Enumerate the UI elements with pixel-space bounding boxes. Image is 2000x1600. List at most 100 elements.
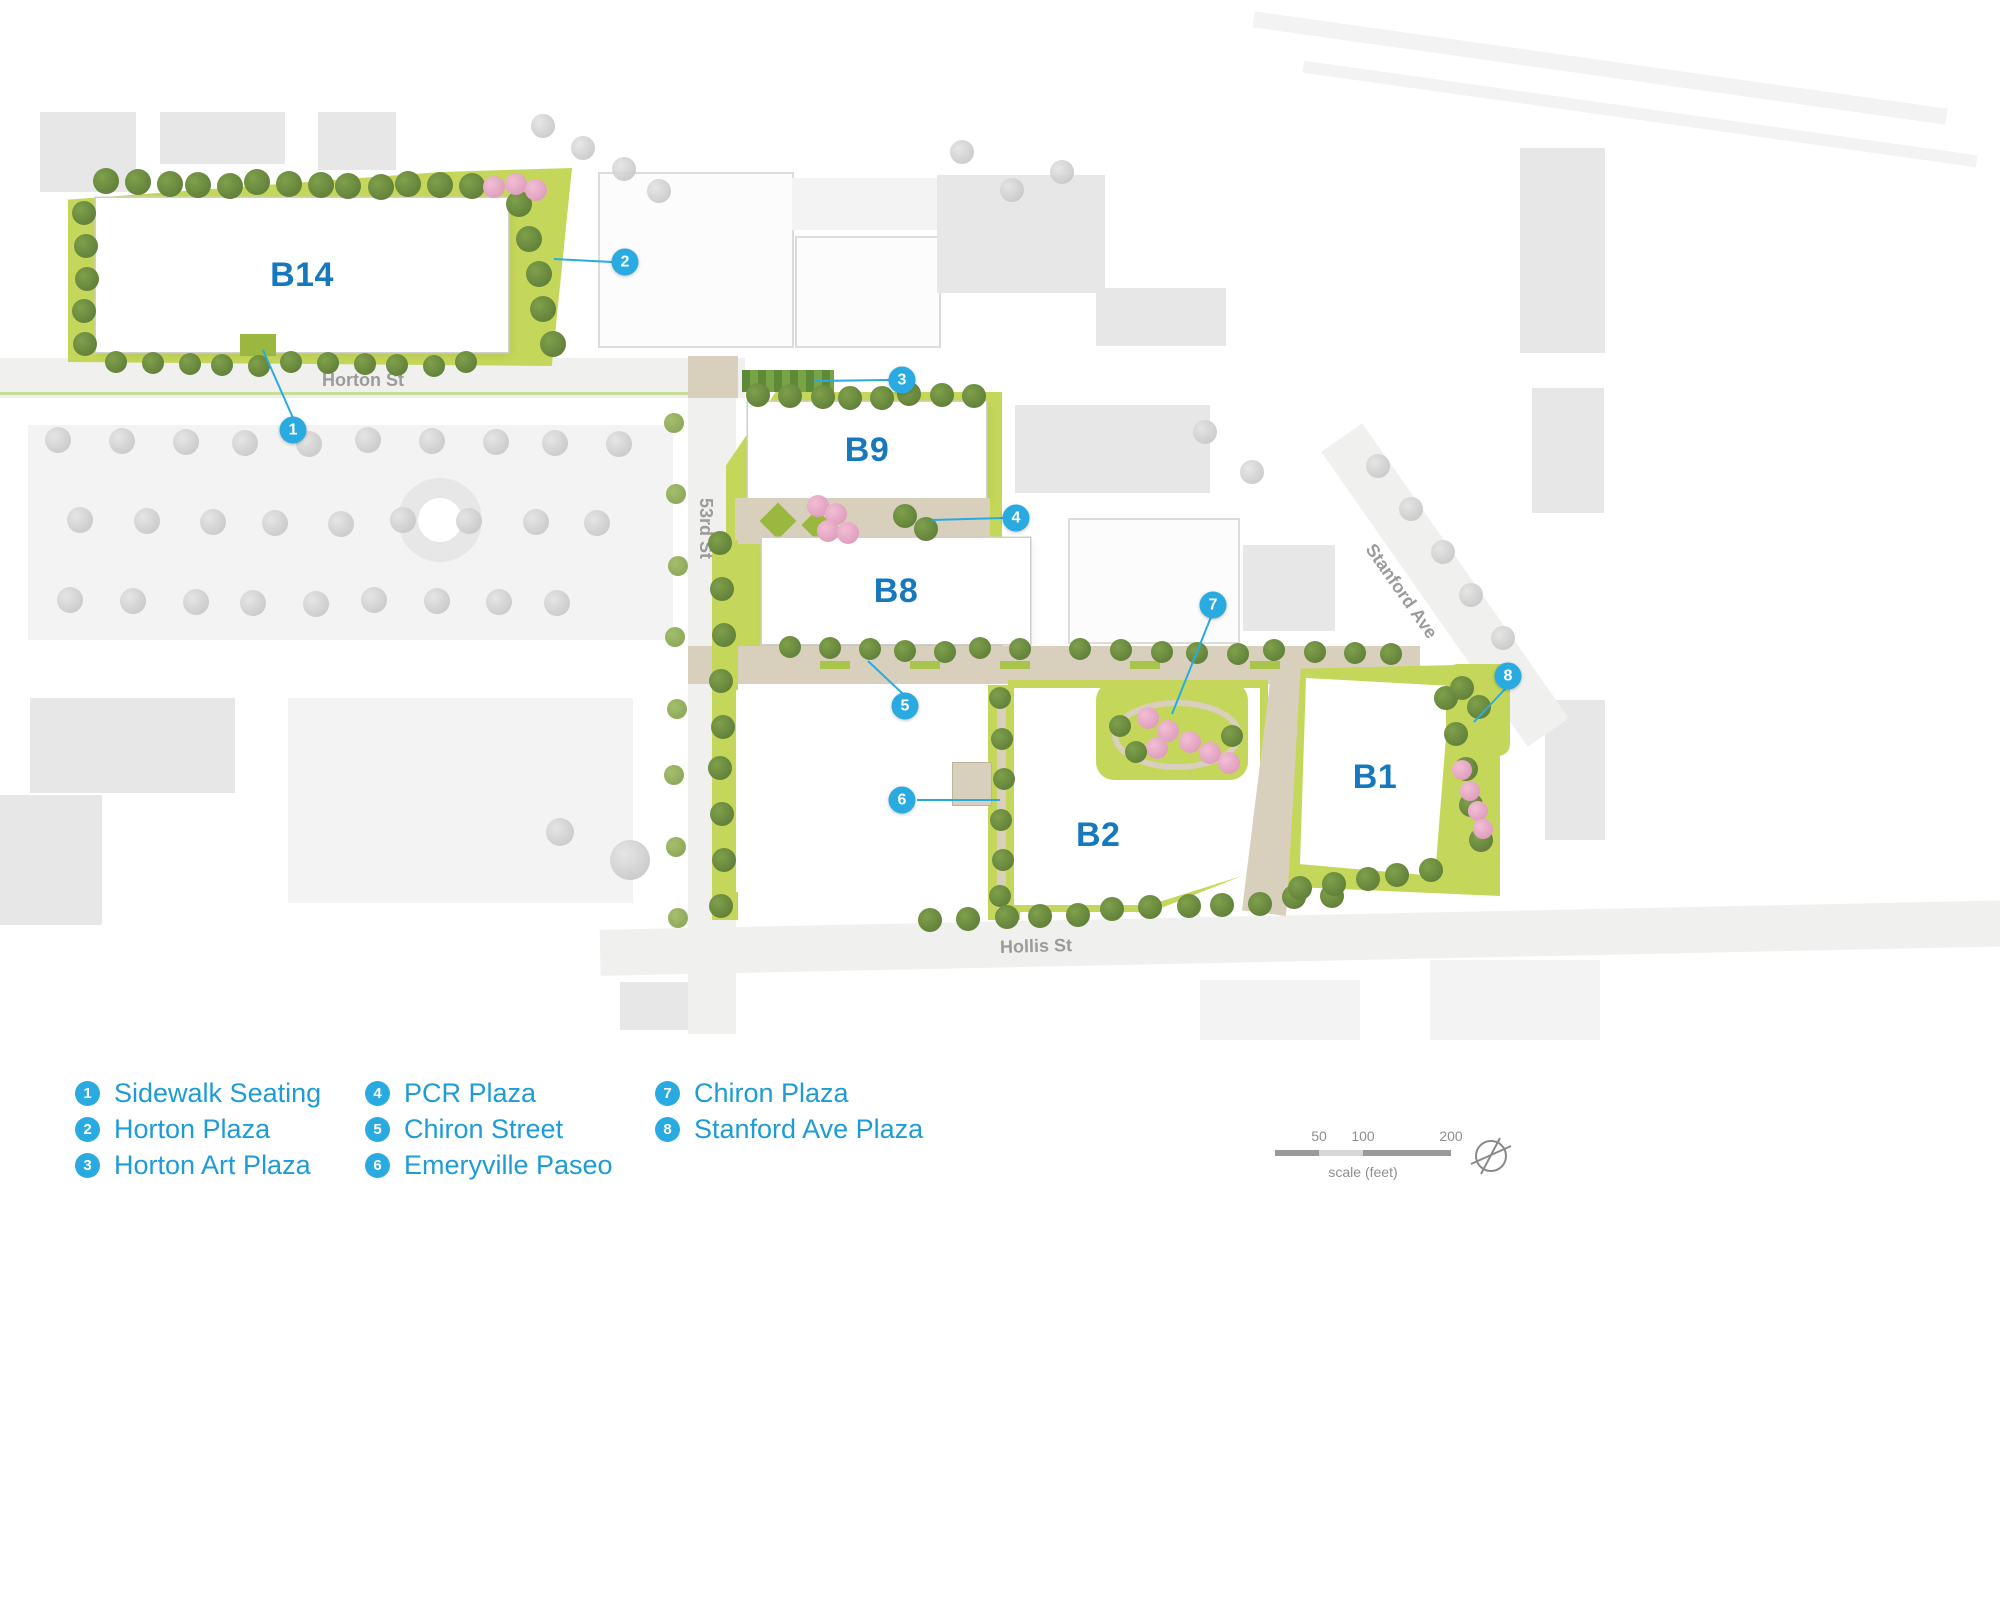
tree-icon — [708, 531, 732, 555]
tree-icon — [367, 174, 394, 201]
tree-icon — [956, 906, 981, 931]
tree-icon — [280, 351, 302, 373]
map-marker-6: 6 — [888, 786, 916, 814]
map-marker-4: 4 — [1002, 504, 1030, 532]
context-tree-icon — [647, 179, 671, 203]
tree-icon — [664, 413, 684, 433]
context-building — [1520, 148, 1605, 353]
tree-icon — [894, 639, 916, 662]
tree-icon — [142, 352, 164, 374]
tree-icon — [709, 894, 733, 918]
tree-icon — [1186, 641, 1209, 664]
context-tree-icon — [546, 818, 574, 846]
context-tree-icon — [303, 591, 329, 617]
flowering-tree-icon — [1146, 737, 1168, 759]
tree-icon — [994, 905, 1019, 930]
tree-icon — [668, 908, 688, 928]
context-tree-icon — [1431, 540, 1455, 564]
legend-item-pcr-plaza: 4 PCR Plaza — [365, 1078, 536, 1109]
context-building — [1243, 545, 1335, 631]
tree-icon — [1248, 891, 1273, 916]
map-marker-3: 3 — [888, 366, 916, 394]
tree-icon — [276, 170, 302, 197]
tree-icon — [394, 170, 421, 197]
building-label: B2 — [1076, 816, 1121, 854]
tree-icon — [1419, 858, 1443, 882]
context-tree-icon — [544, 590, 570, 616]
context-tree-icon — [542, 430, 568, 456]
tree-icon — [779, 636, 801, 658]
flowering-tree-icon — [1452, 760, 1472, 780]
context-tree-icon — [1193, 420, 1217, 444]
tree-icon — [1288, 876, 1312, 900]
legend-item-number: 4 — [365, 1081, 390, 1106]
context-tree-icon — [456, 508, 482, 534]
scale-segment — [1275, 1150, 1319, 1156]
building-label: B14 — [270, 255, 334, 294]
bike-lane-stripe — [0, 392, 690, 395]
context-tree-icon — [45, 427, 71, 453]
map-marker-5: 5 — [891, 692, 919, 720]
context-building — [1096, 288, 1226, 346]
context-tree-icon — [610, 840, 650, 880]
context-tree-icon — [486, 589, 513, 615]
legend-item-label: Sidewalk Seating — [114, 1078, 322, 1108]
tree-icon — [918, 908, 942, 932]
legend-item-label: Chiron Street — [404, 1114, 564, 1144]
building-label: B9 — [844, 431, 890, 469]
tree-icon — [125, 169, 152, 196]
legend-item-chiron-plaza: 7 Chiron Plaza — [655, 1078, 849, 1109]
tree-icon — [992, 849, 1014, 872]
tree-icon — [1262, 639, 1285, 662]
tree-icon — [157, 170, 184, 197]
tree-icon — [1138, 895, 1163, 920]
tree-icon — [989, 687, 1011, 709]
tree-icon — [1125, 741, 1147, 763]
legend-item-label: Chiron Plaza — [694, 1078, 849, 1108]
context-tree-icon — [611, 157, 636, 182]
flowering-tree-icon — [1473, 819, 1493, 839]
tree-icon — [184, 171, 211, 198]
tree-icon — [1356, 867, 1380, 891]
context-tree-icon — [1491, 626, 1515, 650]
tree-icon — [664, 765, 684, 786]
context-tree-icon — [232, 430, 258, 456]
context-tree-icon — [1398, 497, 1423, 521]
tree-icon — [1385, 862, 1409, 887]
tree-icon — [962, 384, 986, 408]
context-tree-icon — [1458, 583, 1483, 607]
building-b14: B14 — [96, 198, 508, 352]
context-tree-icon — [522, 509, 549, 535]
tree-icon — [1303, 640, 1326, 663]
legend-item-number: 3 — [75, 1153, 100, 1178]
context-tree-icon — [360, 587, 387, 613]
tree-icon — [1227, 643, 1249, 665]
tree-icon — [211, 354, 233, 376]
median-planting — [1130, 661, 1160, 669]
paseo-structure — [952, 762, 992, 806]
flowering-tree-icon — [483, 176, 505, 198]
tree-icon — [893, 504, 917, 528]
context-tree-icon — [133, 508, 160, 534]
tree-icon — [837, 385, 862, 410]
tree-icon — [540, 331, 566, 357]
tree-icon — [710, 577, 734, 601]
tree-icon — [1221, 725, 1243, 747]
tree-icon — [216, 173, 243, 199]
tree-icon — [455, 351, 477, 373]
context-tree-icon — [173, 429, 199, 455]
building-southwest — [736, 690, 990, 912]
context-tree-icon — [328, 511, 354, 537]
tree-icon — [870, 386, 895, 411]
context-tree-icon — [423, 588, 450, 614]
tree-icon — [1322, 871, 1346, 896]
legend-item-sidewalk-seating: 1 Sidewalk Seating — [75, 1078, 321, 1109]
context-tree-icon — [240, 590, 267, 616]
context-building — [40, 112, 136, 192]
tree-icon — [1109, 715, 1131, 737]
tree-icon — [1028, 904, 1053, 929]
legend-item-label: Horton Plaza — [114, 1114, 271, 1144]
tree-icon — [709, 669, 733, 693]
tree-icon — [386, 354, 408, 376]
